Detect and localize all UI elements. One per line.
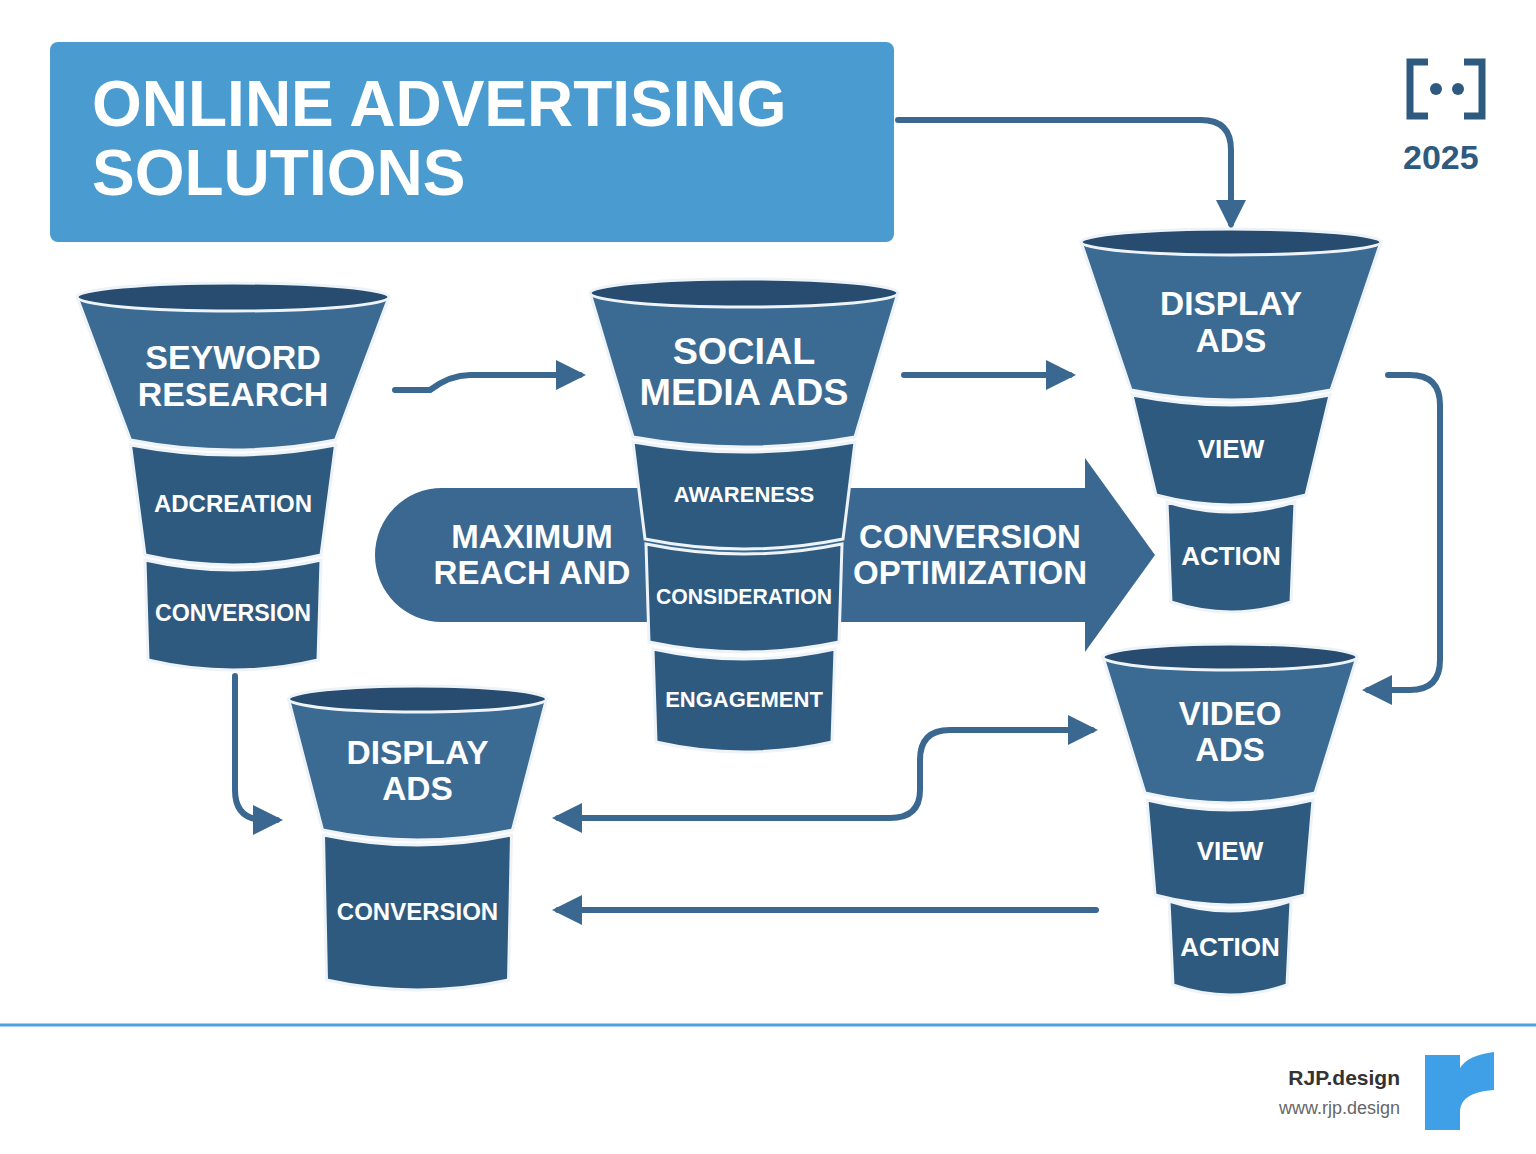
stage-label: VIEW	[1198, 435, 1264, 463]
title-text: ONLINE ADVERTISING SOLUTIONS	[92, 70, 852, 208]
funnel: VIDEO ADS VIEW ACTION	[1100, 643, 1360, 988]
stage-label: CONSIDERATION	[656, 586, 832, 609]
footer-rule	[0, 1024, 1536, 1027]
funnel-heading: VIDEO ADS	[1145, 696, 1315, 767]
funnel: SEYWORD RESEARCH ADCREATION CONVERSION	[75, 280, 391, 670]
funnel-band	[1132, 395, 1330, 505]
funnel-band	[653, 649, 835, 752]
funnel-band	[289, 699, 547, 840]
arrow-body	[375, 458, 1155, 652]
funnel-text-slot: VIEW	[1078, 403, 1384, 495]
funnel: SOCIAL MEDIA ADS AWARENESS CONSIDERATION EN…	[588, 277, 900, 747]
funnel-text-slot: ENGAGEMENT	[588, 657, 900, 742]
logo-dot	[1452, 83, 1464, 95]
brand-name: RJP.design	[1288, 1066, 1400, 1090]
funnel-heading: SOCIAL MEDIA ADS	[619, 331, 869, 413]
brand-url: www.rjp.design	[1279, 1098, 1400, 1119]
arrow-text-slot: CONVERSION OPTIMIZATION	[820, 488, 1120, 622]
funnel-text-slot: ACTION	[1100, 909, 1360, 985]
funnel-band	[1169, 901, 1291, 995]
funnel-text-slot: CONSIDERATION	[588, 552, 900, 642]
funnel-shape	[285, 685, 550, 985]
connector	[558, 907, 1096, 913]
funnel-band	[77, 297, 389, 450]
funnel-band	[1103, 657, 1357, 803]
funnel-rim	[77, 283, 389, 311]
stage-label: ACTION	[1180, 933, 1280, 961]
stage-label: AWARENESS	[674, 483, 815, 507]
brand-logo	[1425, 1052, 1494, 1130]
funnel-band	[1081, 242, 1381, 400]
funnel-text-slot: VIEW	[1100, 808, 1360, 895]
stage-label: CONVERSION	[155, 601, 311, 626]
funnel-band	[324, 835, 512, 990]
funnel-rim	[590, 279, 898, 307]
connector	[1368, 375, 1440, 690]
connector	[235, 676, 277, 820]
arrow-text: MAXIMUM REACH AND	[417, 519, 647, 590]
funnel-text-slot: CONVERSION	[75, 568, 391, 660]
funnel-text-slot: ADCREATION	[75, 453, 391, 555]
funnel-text-slot: DISPLAY ADS	[285, 712, 550, 830]
funnel-heading: DISPLAY ADS	[318, 735, 518, 807]
funnel-band	[145, 560, 321, 670]
funnel-text-slot: AWARENESS	[588, 450, 900, 539]
funnel-band	[633, 442, 855, 549]
logo-icon	[1410, 62, 1482, 116]
funnel: DISPLAY ADS CONVERSION	[285, 685, 550, 985]
stage-label: ADCREATION	[154, 491, 312, 517]
funnel-text-slot: VIDEO ADS	[1100, 670, 1360, 793]
funnel-text-slot: SEYWORD RESEARCH	[75, 311, 391, 440]
funnel-text-slot: ACTION	[1078, 510, 1384, 602]
funnel-text-slot: SOCIAL MEDIA ADS	[588, 307, 900, 437]
funnel-band	[131, 445, 336, 565]
title-box: ONLINE ADVERTISING SOLUTIONS	[50, 42, 894, 242]
stage-label: ENGAGEMENT	[665, 688, 823, 712]
arrow-text: CONVERSION OPTIMIZATION	[835, 519, 1105, 590]
funnel-band	[590, 293, 898, 447]
funnel: DISPLAY ADS VIEW ACTION	[1078, 230, 1384, 605]
funnel-rim	[289, 686, 547, 712]
funnel-text-slot: DISPLAY ADS	[1078, 255, 1384, 390]
funnel-band	[1147, 800, 1313, 905]
stage-label: VIEW	[1197, 837, 1263, 865]
funnel-rim	[1103, 644, 1357, 670]
funnel-text-slot: CONVERSION	[285, 843, 550, 980]
year-label: 2025	[1403, 138, 1479, 177]
connector	[898, 120, 1231, 224]
funnel-band	[646, 544, 842, 652]
funnel-heading: DISPLAY ADS	[1131, 286, 1331, 358]
connector	[904, 372, 1070, 378]
funnel-band	[1167, 502, 1295, 612]
arrow-text-slot: MAXIMUM REACH AND	[382, 488, 682, 622]
stage-label: ACTION	[1181, 542, 1281, 570]
connector	[395, 375, 580, 390]
funnel-heading: SEYWORD RESEARCH	[108, 339, 358, 412]
funnel-rim	[1081, 229, 1381, 255]
logo-dot	[1430, 83, 1442, 95]
stage-label: CONVERSION	[337, 899, 498, 925]
